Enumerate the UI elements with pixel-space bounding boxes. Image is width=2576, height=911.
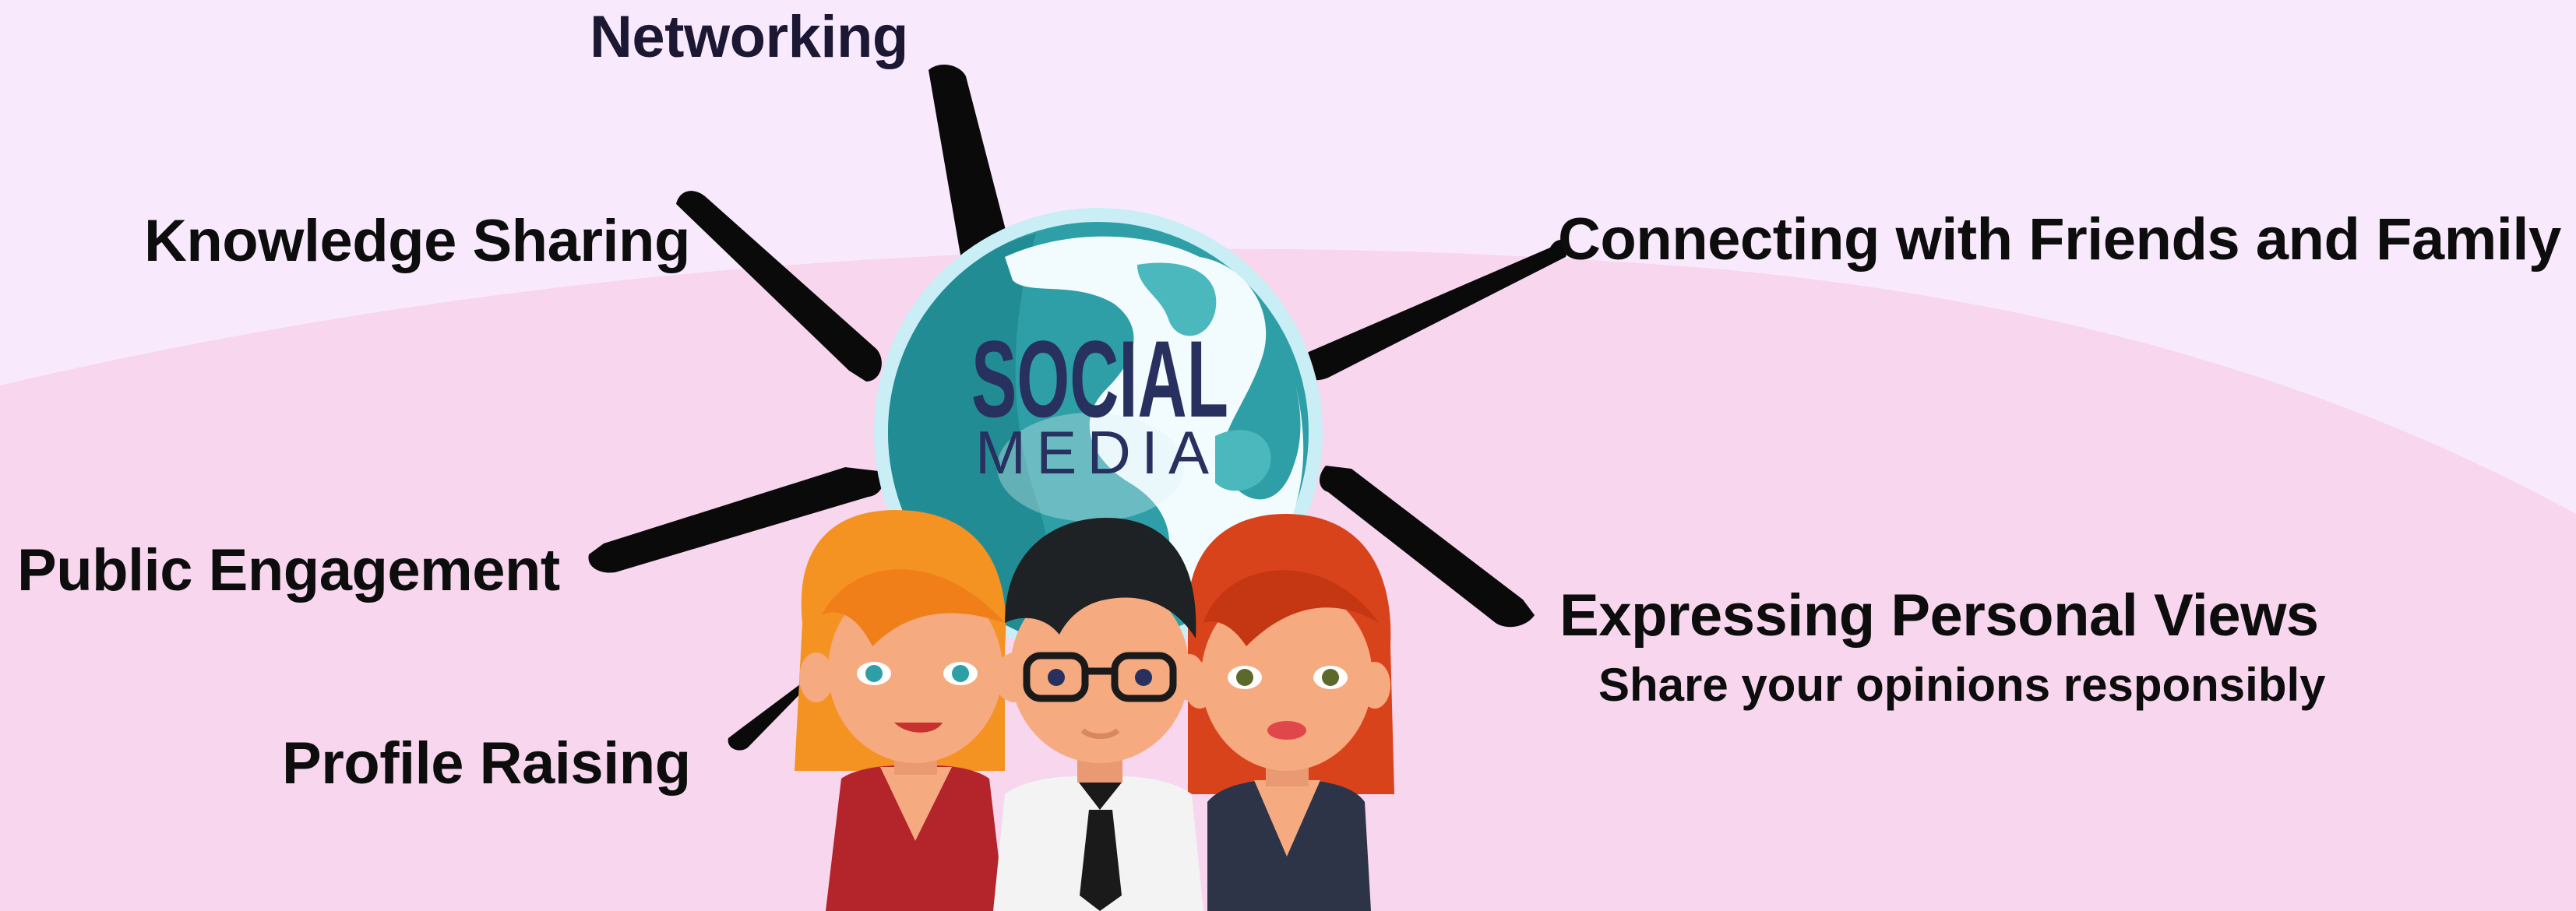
label-profile-raising: Profile Raising	[282, 730, 691, 797]
label-expressing-views-subtitle: Share your opinions responsibly	[1598, 659, 2326, 711]
logo-media-text: MEDIA	[975, 418, 1209, 487]
connector-networking	[929, 65, 1013, 273]
person-right-woman	[1184, 514, 1394, 911]
connector-connecting	[1295, 240, 1567, 381]
label-expressing-personal-views: Expressing Personal Views	[1559, 582, 2319, 649]
label-public-engagement: Public Engagement	[17, 537, 560, 603]
label-networking: Networking	[590, 4, 908, 70]
connector-knowledge-sharing	[676, 191, 882, 382]
person-middle-man	[993, 518, 1205, 911]
label-connecting-friends-family: Connecting with Friends and Family	[1558, 206, 2561, 273]
people-group-illustration	[795, 510, 1394, 911]
connector-public-engagement	[588, 467, 883, 573]
logo-social-text: SOCIAL	[971, 318, 1228, 440]
connector-expressing-views	[1320, 466, 1535, 628]
label-knowledge-sharing: Knowledge Sharing	[144, 208, 690, 274]
